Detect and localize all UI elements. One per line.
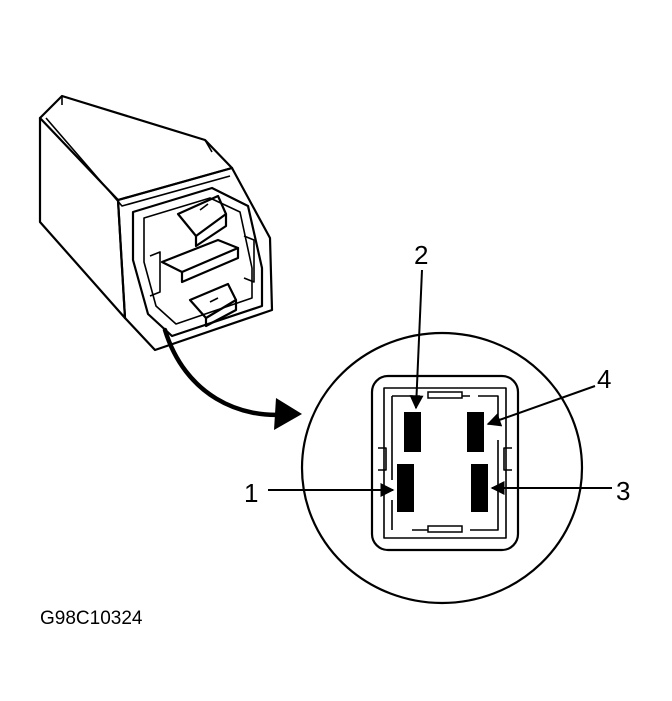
pin-leader-lines <box>268 269 612 497</box>
figure-id: G98C10324 <box>40 608 143 629</box>
relay-body <box>38 94 274 352</box>
connector-face-detail <box>300 331 584 605</box>
pin-2-leader <box>409 269 424 410</box>
pin-4-terminal <box>467 412 484 452</box>
pin-4-leader <box>486 385 596 427</box>
view-arrow <box>162 327 302 430</box>
pin-3-terminal <box>471 464 488 512</box>
pin-3-label: 3 <box>616 476 630 506</box>
pin-terminals <box>397 412 488 512</box>
pin-2-label: 2 <box>414 240 428 270</box>
pin-1-label: 1 <box>244 478 258 508</box>
pin-1-terminal <box>397 464 414 512</box>
pin-2-terminal <box>404 412 421 452</box>
relay-connector <box>131 186 264 338</box>
pin-4-label: 4 <box>597 364 611 394</box>
